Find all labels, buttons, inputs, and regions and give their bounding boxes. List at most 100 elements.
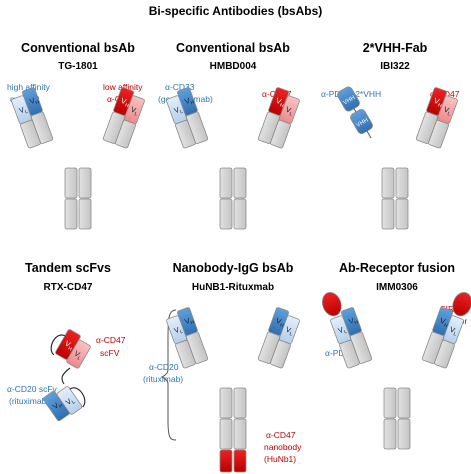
vh-label: VH <box>274 316 286 329</box>
vl-domain <box>56 386 83 415</box>
fc-region <box>219 167 247 230</box>
vl-label: VL <box>284 105 295 118</box>
left-vhh-tandem: VHH VHH <box>337 86 373 139</box>
panel-molecule-name: RTX-CD47 <box>44 282 93 293</box>
fc-region <box>381 167 409 230</box>
panel-molecule-name: TG-1801 <box>58 61 98 72</box>
panel-rtx-cd47: Tandem scFvs RTX-CD47 α-CD47 scFV α-CD20… <box>7 261 126 422</box>
antibody-tg-1801: VL VH VH VL <box>11 87 145 230</box>
ch2-domain <box>219 387 233 419</box>
right-fab-arm: VH VL <box>421 292 471 369</box>
hinge-linker <box>366 130 372 139</box>
vl-label: VL <box>173 104 184 117</box>
fc-region <box>383 387 411 450</box>
antibody-hunb1-rituxmab: VL VH VH VL <box>166 307 300 473</box>
left-fab-arm: VL VH <box>11 87 54 149</box>
vl-label: VL <box>129 105 140 118</box>
vl-label: VL <box>448 325 459 338</box>
vl-label: VL <box>72 349 84 363</box>
ch2-domain <box>381 167 395 199</box>
vl-domain <box>437 95 458 124</box>
ch2-domain <box>383 387 397 419</box>
ch2-domain <box>233 167 247 199</box>
panel-molecule-name: HuNB1-Rituxmab <box>192 282 274 293</box>
vh-label: VH <box>51 398 65 412</box>
vh-label: VH <box>62 339 75 353</box>
anti-cd47-scfv: VH VL <box>50 329 91 369</box>
antibody-ibi322: VHH VHH VH VL <box>337 86 458 230</box>
panel-title: Nanobody-IgG bsAb <box>173 261 294 275</box>
scfv-linker <box>69 387 86 408</box>
label-scfv: scFV <box>100 348 120 358</box>
ch3-domain <box>397 418 411 450</box>
label-anti-cd20: α-CD20 <box>149 362 179 372</box>
label-low-affinity: low affinity <box>103 82 143 92</box>
label-anti-cd47: α-CD47 <box>96 335 126 345</box>
ch3-domain <box>233 418 247 450</box>
label-sirpa: SIRPα <box>440 304 465 314</box>
vh-label: VH <box>183 315 195 328</box>
tandem-scfv: VH VL VH VL <box>42 329 91 422</box>
left-fab-arm: VL VH <box>322 292 373 369</box>
panel-molecule-name: IBI322 <box>380 61 410 72</box>
sirpa-receptor-domain <box>452 292 471 317</box>
panel-imm0306: Ab-Receptor fusion IMM0306 α-PD-L1 SIRPα… <box>322 261 471 450</box>
ch3-domain <box>383 418 397 450</box>
vh-label: VH <box>438 316 450 329</box>
vl-domain <box>124 95 145 124</box>
ch3-domain <box>78 198 92 230</box>
ch2-domain <box>78 167 92 199</box>
left-fab-arm: VL VH <box>166 307 209 369</box>
ch3-domain <box>233 198 247 230</box>
left-fab-arm: VL VH <box>166 87 209 149</box>
label-hunb1: (HuNb1) <box>264 454 296 464</box>
vl-domain <box>279 95 300 124</box>
panel-hunb1-rituxmab: Nanobody-IgG bsAb HuNB1-Rituxmab α-CD20 … <box>143 261 302 473</box>
antibody-imm0306: VL VH VH VL <box>322 292 471 450</box>
panel-hmbd004: Conventional bsAb HMBD004 α-CD33 (gemtuz… <box>158 41 300 230</box>
ch3-domain <box>381 198 395 230</box>
right-fab-arm: VH VL <box>257 87 300 149</box>
ch3-domain <box>219 198 233 230</box>
label-anti-pd-l1: α-PD-L1 <box>325 348 357 358</box>
ch3-domain <box>219 418 233 450</box>
anti-cd20-scfv: VH VL <box>42 386 86 422</box>
label-anti-cd20-scfv: α-CD20 scFv <box>7 384 58 394</box>
vl-domain <box>279 315 300 344</box>
fc-region <box>64 167 92 230</box>
panel-title: Ab-Receptor fusion <box>339 261 455 275</box>
ch2-domain <box>219 167 233 199</box>
panel-title: 2*VHH-Fab <box>363 41 428 55</box>
vl-label: VL <box>64 395 77 409</box>
ch2-domain <box>395 167 409 199</box>
panel-molecule-name: IMM0306 <box>376 282 418 293</box>
vl-domain <box>11 95 32 124</box>
vhh-linker <box>353 108 357 113</box>
vl-label: VL <box>18 104 29 117</box>
panel-molecule-name: HMBD004 <box>210 61 257 72</box>
vl-label: VL <box>284 325 295 338</box>
scfv-linker <box>50 334 66 356</box>
right-fab-arm: VH VL <box>415 87 458 149</box>
label-anti-cd33: α-CD33 <box>165 82 195 92</box>
panel-ibi322: 2*VHH-Fab IBI322 α-PD-L1 2*VHH α-CD47 VH… <box>321 41 460 230</box>
diagram-title: Bi-specific Antibodies (bsAbs) <box>149 4 323 18</box>
nanobody-domain <box>233 449 247 473</box>
panel-title: Conventional bsAb <box>21 41 135 55</box>
antibody-hmbd004: VL VH VH VL <box>166 87 300 230</box>
vl-domain <box>166 315 187 344</box>
vl-domain <box>166 95 187 124</box>
vh-label: VH <box>432 96 444 109</box>
vh-label: VH <box>183 95 195 108</box>
vhh-label: VHH <box>356 118 370 130</box>
right-fab-arm: VH VL <box>257 307 300 369</box>
label-rituximab: (rituximab) <box>143 374 183 384</box>
vl-label: VL <box>337 324 348 337</box>
panel-title: Tandem scFvs <box>25 261 111 275</box>
vhh-domain-proximal <box>350 109 373 135</box>
ch2-domain <box>397 387 411 419</box>
vl-domain <box>66 339 91 369</box>
vh-label: VH <box>274 96 286 109</box>
label-high-affinity: high affinity <box>7 82 51 92</box>
